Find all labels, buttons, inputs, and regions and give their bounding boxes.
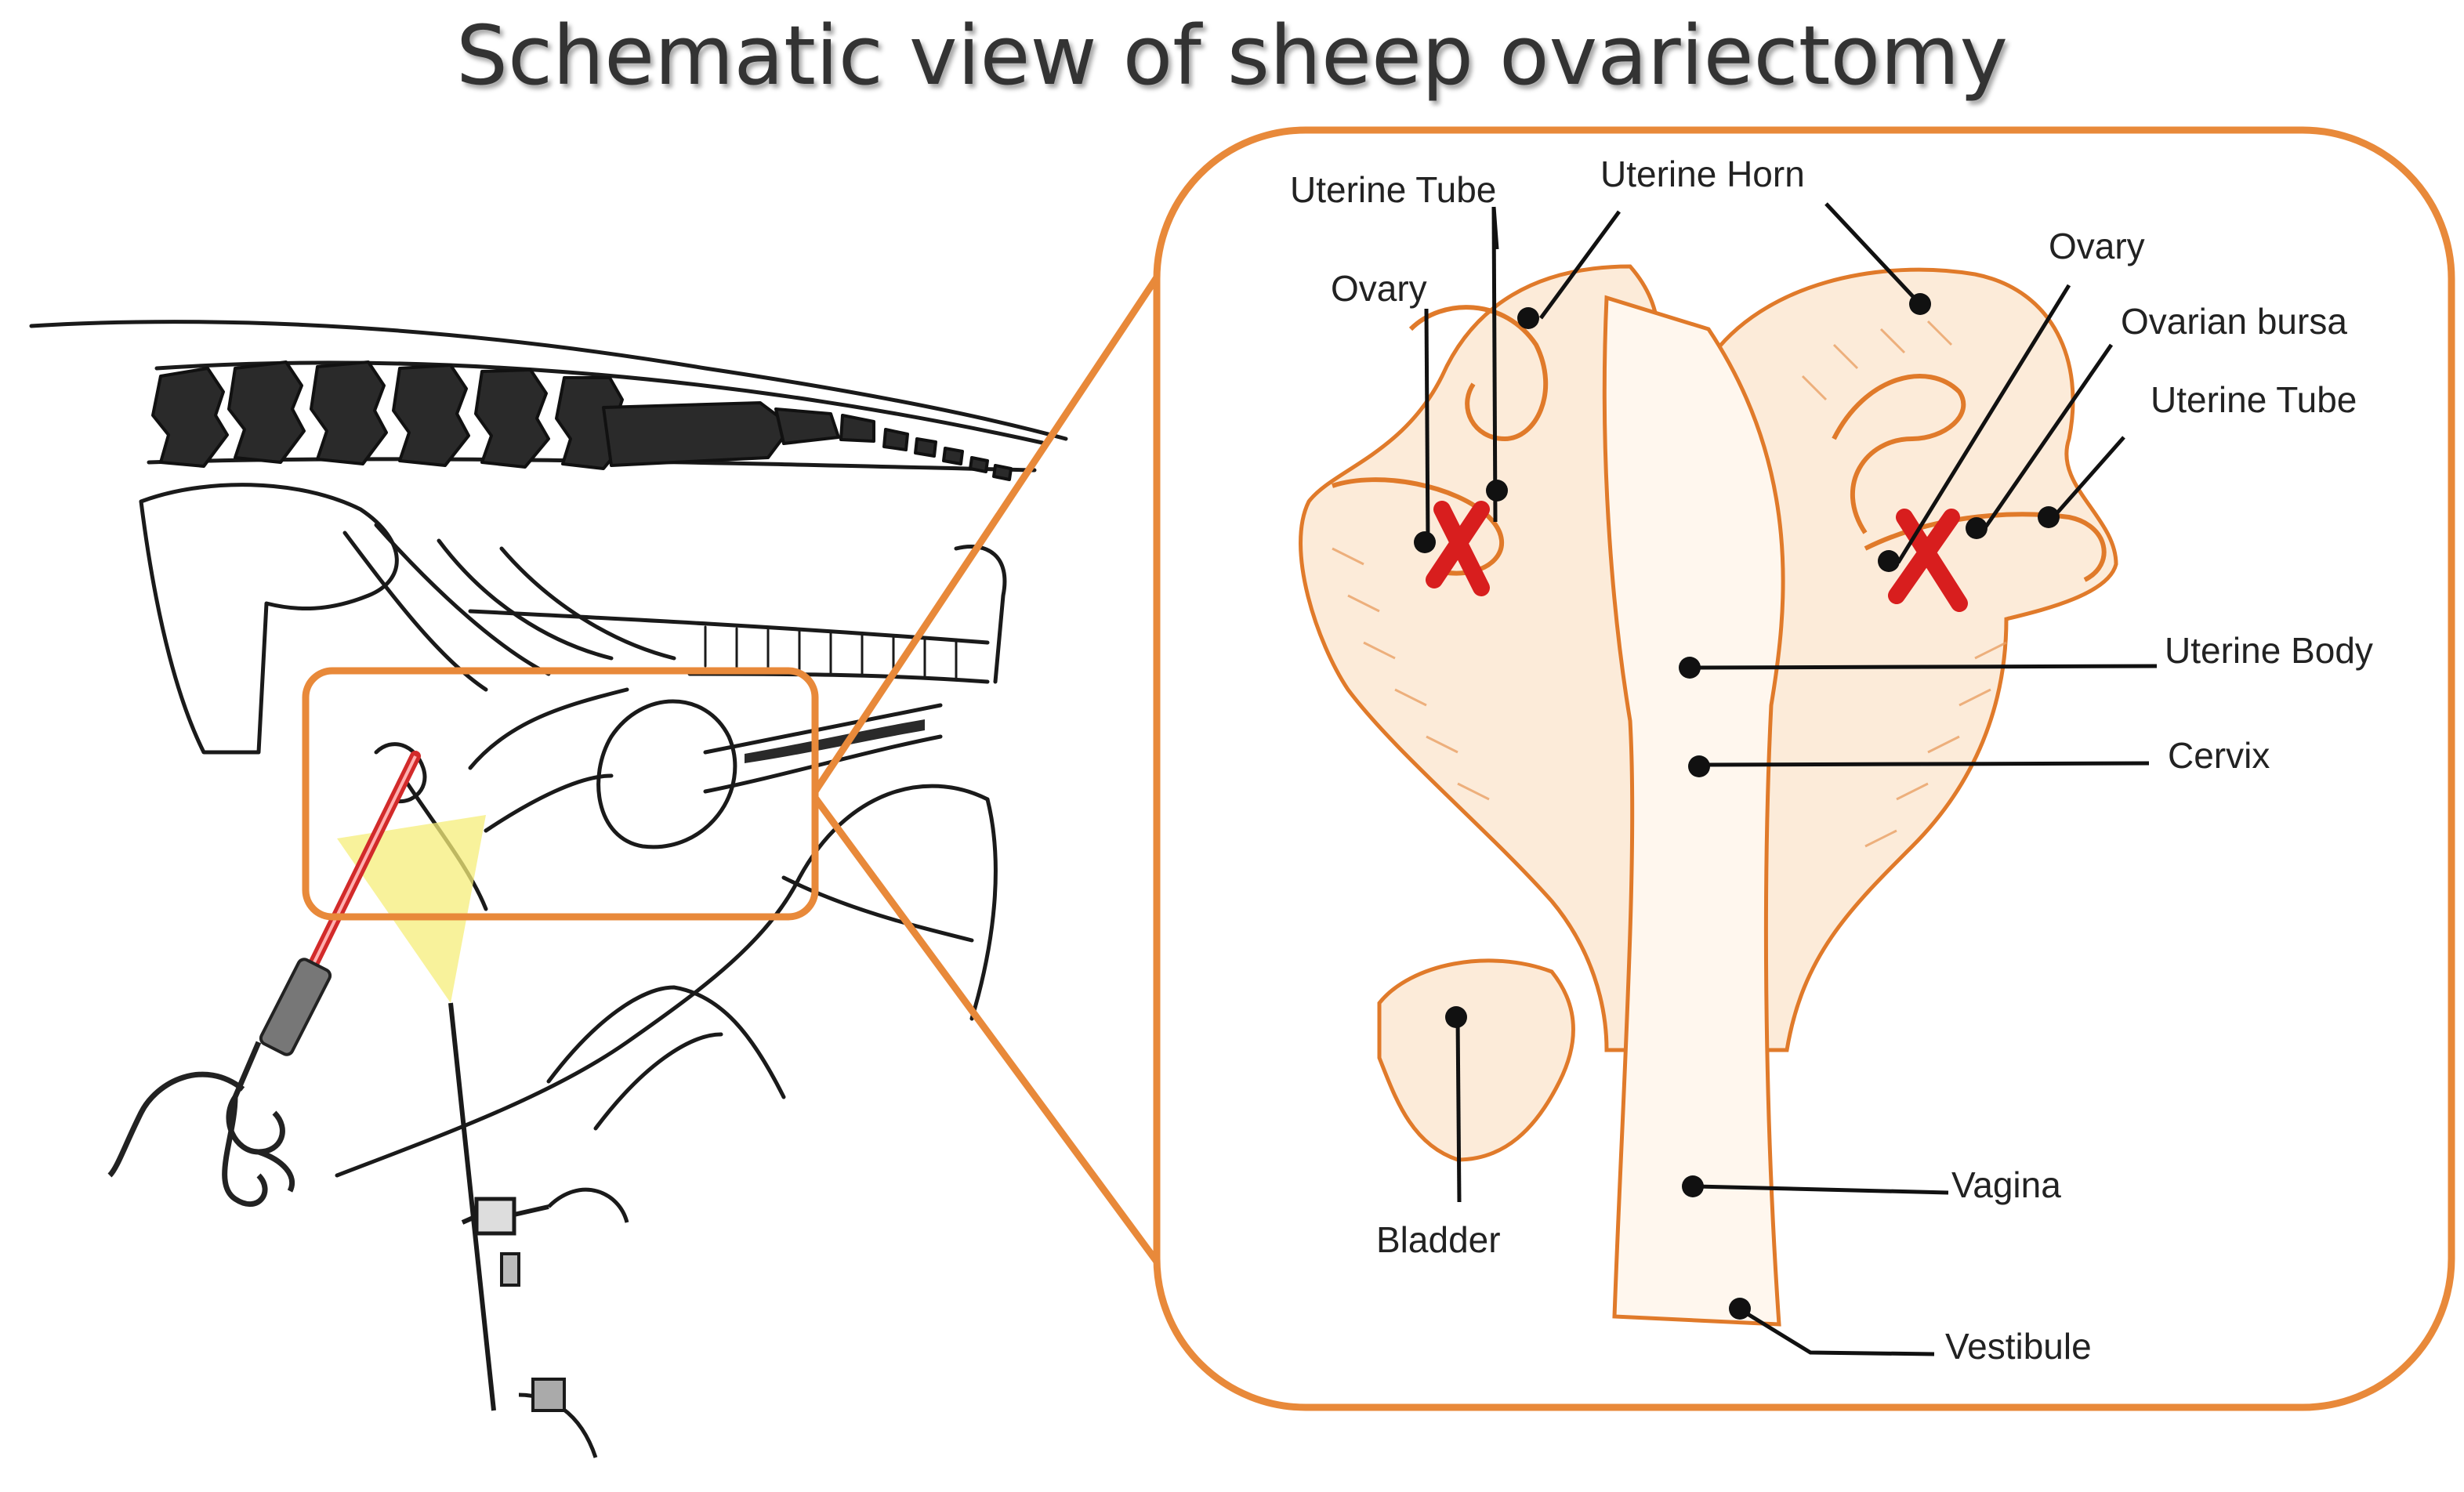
zoom-region-box <box>302 667 819 921</box>
laparoscope-port <box>474 1197 516 1236</box>
leader-lines <box>1424 202 2158 1356</box>
right-excision-cross <box>1888 509 1968 612</box>
laparoscope-cable <box>547 1187 629 1223</box>
label-uterine-horn: Uterine Horn <box>1600 154 1805 194</box>
uterine-body-leader <box>1697 664 2158 670</box>
forceps-grip <box>222 1041 295 1207</box>
uterine-tube-left-leader <box>1491 206 1498 523</box>
label-ovary-left: Ovary <box>1331 268 1427 309</box>
uterine-tube-right-leader <box>2052 436 2125 519</box>
vertebrae <box>151 360 1013 481</box>
ovary-right-leader <box>1896 284 2071 564</box>
vagina-band-fill <box>745 719 925 763</box>
bladder-shape <box>1377 958 1575 1162</box>
laparoscope-shaft <box>448 1002 496 1411</box>
cervix-leader <box>1701 761 2150 767</box>
excision-marks <box>1426 501 1968 612</box>
forceps-handle <box>259 958 332 1056</box>
label-ovarian-bursa: Ovarian bursa <box>2121 301 2347 342</box>
ovarian-bursa-leader <box>1984 343 2114 528</box>
leader-dots <box>1414 293 2060 1320</box>
laparoscope-valve <box>461 1204 549 1225</box>
bladder-leader <box>1455 1016 1462 1203</box>
uterine-horn-right-leader <box>1824 202 1920 304</box>
laparoscope-eyepiece <box>500 1252 520 1287</box>
label-uterine-tube-left: Uterine Tube <box>1290 169 1496 210</box>
reproductive-tract <box>1299 264 2118 1327</box>
vagina-band <box>703 703 943 794</box>
label-bladder: Bladder <box>1376 1219 1501 1260</box>
zoom-indicator <box>302 126 2455 1411</box>
rectum-lower <box>687 672 990 684</box>
grasping-forceps <box>107 751 421 1207</box>
vagina-leader <box>1695 1184 1949 1195</box>
dorsal-outline <box>29 320 1068 441</box>
ventral-outline <box>335 784 990 1178</box>
uterine-horn-leader <box>1538 210 1622 320</box>
body-outline-lower <box>781 797 998 1021</box>
vestibule-leader <box>1740 1308 1935 1356</box>
rectum-upper <box>468 609 990 645</box>
zoom-detail-frame <box>1153 126 2455 1411</box>
label-uterine-body: Uterine Body <box>2165 630 2373 671</box>
rectum-folds <box>704 625 958 682</box>
ovary-left-leader <box>1424 308 1430 543</box>
label-vestibule: Vestibule <box>1945 1326 2092 1367</box>
label-ovary-right: Ovary <box>2049 226 2145 266</box>
zoom-connector-top <box>812 275 1160 794</box>
uterus-loop <box>468 687 629 833</box>
forceps-cable <box>107 1071 245 1178</box>
zoom-connector-bottom <box>812 795 1160 1264</box>
label-vagina: Vagina <box>1951 1164 2061 1205</box>
anatomy-labels: Uterine Tube Uterine Horn Ovary Ovary Ov… <box>1290 154 2373 1367</box>
bladder-outline <box>596 699 737 849</box>
figure-title: Schematic view of sheep ovariectomy <box>455 8 2008 103</box>
tail-stub <box>954 545 1007 684</box>
label-uterine-tube-right: Uterine Tube <box>2151 379 2357 420</box>
pelvic-ligaments <box>342 523 676 692</box>
uterine-body-vagina <box>1602 295 1785 1327</box>
label-cervix: Cervix <box>2168 735 2270 776</box>
laparoscope <box>448 1002 629 1458</box>
endoscope-light-cone <box>337 815 486 1003</box>
pelvic-bone <box>139 483 399 755</box>
left-excision-cross <box>1426 501 1490 596</box>
tissue-texture <box>1332 320 2007 848</box>
hind-leg-outline <box>546 985 786 1131</box>
sheep-pelvis-drawing <box>29 320 1068 1178</box>
